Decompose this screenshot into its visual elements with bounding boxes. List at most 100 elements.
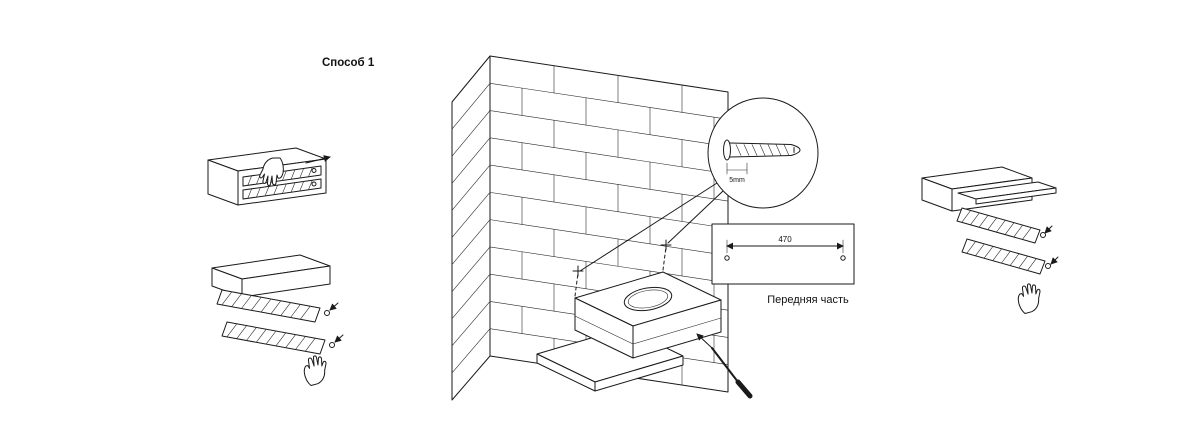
hatch-line — [275, 332, 287, 347]
brick-course-line — [489, 164, 729, 202]
hand-icon — [300, 353, 332, 387]
filter-clip — [1040, 232, 1046, 238]
template-width-label: 470 — [778, 235, 792, 244]
hatch-line — [295, 336, 306, 350]
brick-end-line — [451, 137, 491, 184]
brick-end-line — [451, 110, 491, 157]
grease-filter — [956, 207, 1041, 244]
filter-clip — [311, 168, 317, 173]
wall-plug-icon — [723, 139, 801, 161]
brick-course-line — [489, 246, 729, 284]
brick-end-line — [451, 192, 491, 238]
brick-end-line — [451, 164, 491, 211]
hatch-line — [1022, 227, 1032, 240]
hatch-line — [290, 304, 301, 318]
filter-clip — [329, 342, 335, 348]
hatch-line — [1004, 222, 1015, 235]
template-dimension — [724, 239, 846, 261]
hatch-line — [226, 323, 238, 338]
hatch-line — [255, 328, 267, 343]
arrow-icon — [1050, 256, 1059, 265]
vent-hole — [623, 286, 673, 312]
magnifier-leader-left — [579, 182, 718, 272]
hatch-line — [983, 246, 994, 259]
plug-dimension-lines — [726, 162, 748, 175]
hatch-line — [304, 337, 316, 352]
brick-end-line — [451, 301, 491, 347]
arrow-icon — [1044, 225, 1053, 234]
hatch-line — [280, 302, 291, 317]
hatch-line — [1009, 253, 1020, 266]
hatch-line — [246, 327, 257, 341]
hatch-line — [1001, 250, 1011, 264]
brick-course-line — [489, 82, 729, 120]
hatch-line — [251, 296, 262, 311]
hatch-line — [247, 175, 252, 186]
template-outline — [711, 223, 855, 285]
hatch-line — [308, 179, 313, 191]
hatch-line — [270, 300, 282, 315]
hatch-line — [978, 215, 989, 228]
plug-dimension-label: 5mm — [729, 177, 745, 184]
filter-clip — [1045, 263, 1051, 269]
hatch-line — [265, 330, 277, 345]
arrow-icon — [329, 302, 339, 311]
hood-illustration-center — [536, 271, 753, 399]
alignment-dash-left — [574, 272, 579, 297]
wall-end-courses — [451, 82, 491, 374]
hatch-line — [1018, 255, 1028, 269]
alignment-dash-right — [662, 246, 667, 271]
template-caption: Передняя часть — [767, 294, 849, 306]
hatch-line — [975, 243, 985, 257]
brick-end-line — [451, 273, 491, 320]
brick-end-line — [451, 82, 491, 130]
plug-rib-line — [751, 144, 758, 156]
hatch-line — [987, 217, 997, 230]
drill-point-marker — [660, 239, 672, 251]
screwdriver-icon — [696, 333, 753, 399]
brick-course-line — [489, 137, 729, 175]
hatch-line — [256, 187, 261, 198]
hatch-line — [996, 219, 1006, 233]
drill-point-marker — [572, 265, 584, 277]
plug-rib-line — [743, 144, 750, 156]
detail-circle: 5mm — [707, 97, 819, 209]
hatch-line — [260, 298, 272, 313]
hatch-line — [1027, 258, 1037, 271]
template-hole-left — [724, 255, 730, 261]
method-title: Способ 1 — [322, 57, 375, 69]
hatch-line — [290, 182, 296, 193]
hatch-line — [236, 325, 247, 340]
hand-icon — [1014, 281, 1046, 315]
grease-filter — [221, 321, 326, 355]
hatch-line — [290, 169, 296, 180]
hatch-line — [299, 181, 304, 192]
template-hole-right — [840, 255, 846, 261]
filter-clip — [311, 181, 317, 187]
grease-filter — [961, 238, 1046, 275]
hood-step-2-illustration — [211, 254, 344, 387]
plug-rib-line — [767, 144, 774, 156]
hatch-line — [966, 241, 976, 254]
brick-end-line — [451, 219, 491, 265]
brick-course-line — [489, 110, 729, 147]
hatch-line — [1013, 224, 1023, 238]
hatch-line — [282, 170, 287, 181]
hood-body — [574, 271, 722, 359]
hatch-line — [308, 166, 313, 178]
hatch-line — [299, 168, 304, 179]
filter-clip — [324, 310, 330, 316]
magnifier-circle — [707, 97, 819, 209]
plug-rib-line — [783, 144, 790, 156]
arrow-icon — [334, 334, 344, 343]
plug-rib-line — [775, 144, 782, 156]
hood-step-1-illustration — [207, 147, 331, 206]
brick-end-line — [451, 328, 491, 374]
brick-course-line — [489, 219, 729, 256]
hatch-line — [273, 184, 278, 195]
hatch-line — [299, 305, 311, 320]
hatch-line — [285, 334, 296, 349]
brick-course-line — [489, 192, 729, 229]
